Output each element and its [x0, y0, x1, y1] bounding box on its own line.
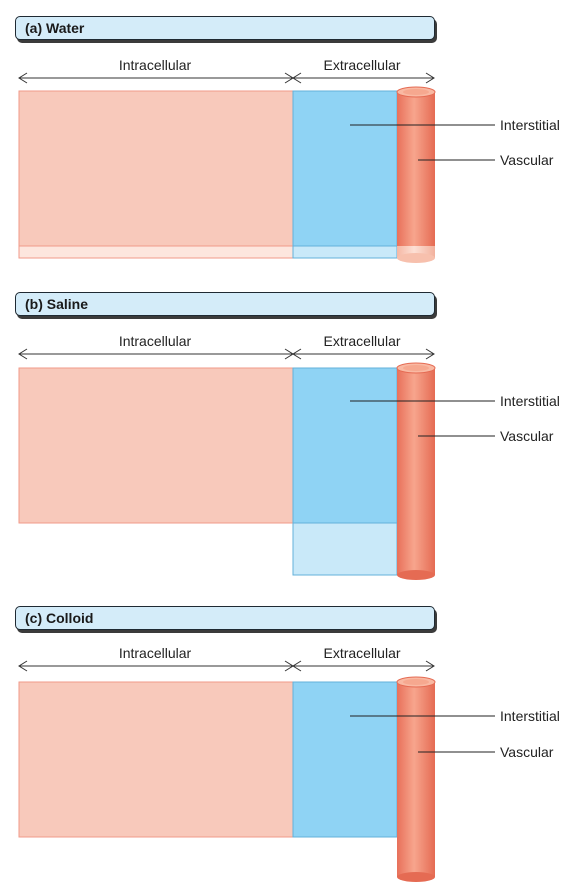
intracellular-compartment	[18, 367, 294, 524]
vascular-vessel	[396, 362, 436, 580]
extracellular-label: Extracellular	[323, 57, 400, 73]
vascular-vessel	[396, 676, 436, 882]
interstitial-compartment	[292, 681, 398, 838]
intracellular-expansion	[18, 245, 294, 259]
panel-header: (a) Water	[15, 16, 435, 40]
compartment-diagram: Intracellular Extracellular Interstitial…	[18, 57, 560, 263]
interstitial-label: Interstitial	[500, 708, 560, 724]
intracellular-span-arrow	[18, 348, 294, 360]
extracellular-span-arrow	[292, 348, 435, 360]
vascular-label: Vascular	[500, 744, 554, 760]
interstitial-label: Interstitial	[500, 393, 560, 409]
panel-title: (c) Colloid	[25, 610, 94, 626]
intracellular-compartment	[18, 681, 294, 838]
panel-colloid: (c) Colloid Intracellular Extracellular …	[0, 590, 574, 890]
interstitial-expansion	[292, 522, 398, 576]
interstitial-expansion	[292, 245, 398, 259]
intracellular-label: Intracellular	[119, 645, 192, 661]
compartment-diagram: Intracellular Extracellular Interstitial…	[18, 645, 560, 882]
panel-water: (a) Water Intracellular Extracellular	[0, 0, 574, 300]
intracellular-label: Intracellular	[119, 57, 192, 73]
panel-title: (b) Saline	[25, 296, 89, 312]
interstitial-compartment	[292, 367, 398, 524]
panel-header: (c) Colloid	[15, 606, 435, 630]
panel-header: (b) Saline	[15, 292, 435, 316]
extracellular-span-arrow	[292, 660, 435, 672]
vascular-label: Vascular	[500, 152, 554, 168]
interstitial-compartment	[292, 90, 398, 247]
compartment-diagram: Intracellular Extracellular Interstitial…	[18, 333, 560, 580]
panel-saline: (b) Saline Intracellular Extracellular	[0, 276, 574, 580]
intracellular-span-arrow	[18, 660, 294, 672]
panel-title: (a) Water	[25, 20, 85, 36]
extracellular-label: Extracellular	[323, 333, 400, 349]
interstitial-label: Interstitial	[500, 117, 560, 133]
intracellular-label: Intracellular	[119, 333, 192, 349]
vascular-vessel	[396, 86, 436, 263]
extracellular-span-arrow	[292, 72, 435, 84]
extracellular-label: Extracellular	[323, 645, 400, 661]
intracellular-compartment	[18, 90, 294, 247]
vascular-label: Vascular	[500, 428, 554, 444]
intracellular-span-arrow	[18, 72, 294, 84]
